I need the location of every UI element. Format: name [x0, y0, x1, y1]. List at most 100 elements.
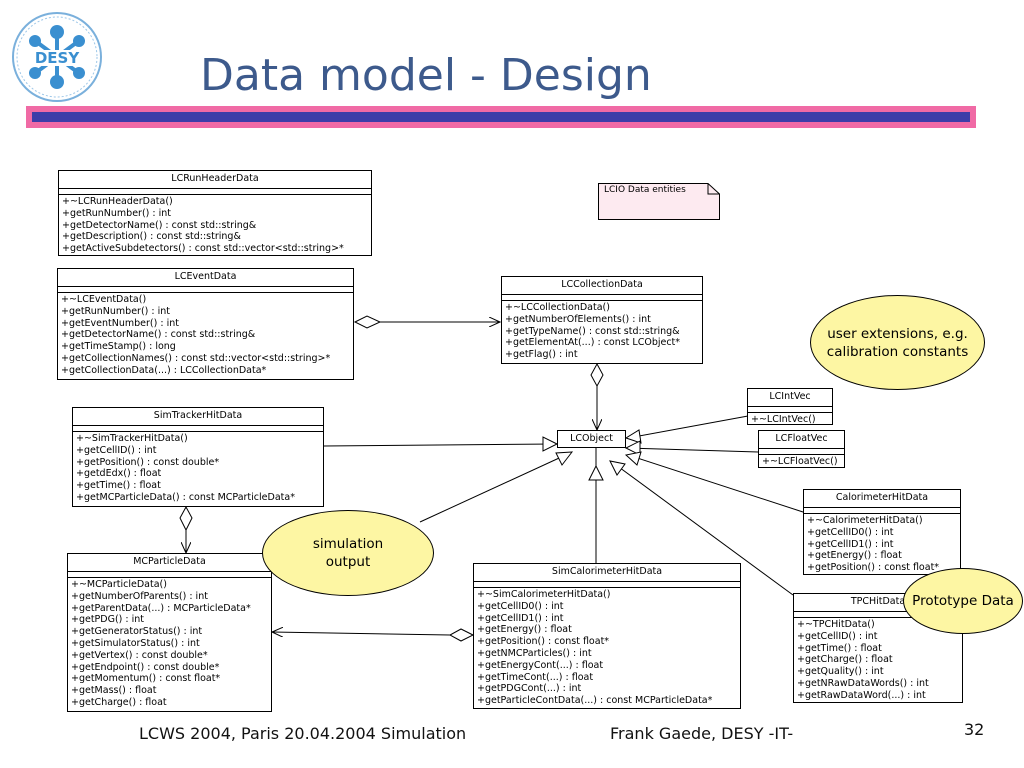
event-aggregation-diamond — [353, 315, 382, 329]
tpchit-generalization — [611, 461, 794, 596]
mcparticle-generalization — [419, 452, 571, 523]
simtracker-aggregation-diamond — [179, 505, 193, 532]
class-operation: +getCellID1() : int — [807, 538, 894, 550]
collection-aggregation-diamond — [590, 362, 604, 388]
class-operation: +~MCParticleData() — [71, 579, 167, 590]
class-operation: +getPosition() : const float* — [477, 636, 610, 648]
ellipse-user-extensions: user extensions, e.g. calibration consta… — [810, 295, 985, 390]
desy-logo: DESY — [12, 12, 102, 102]
simcalo-aggregation-diamond — [448, 628, 475, 642]
floatvec-generalization — [627, 447, 759, 453]
simcalo-mcparticle-association — [272, 632, 451, 635]
class-operation: +getNMCParticles() : int — [477, 647, 592, 659]
class-operation: +~LCEventData() — [61, 294, 147, 305]
class-operation: +getNumberOfParents() : int — [71, 590, 208, 602]
note-text: LCIO Data entities — [604, 185, 686, 195]
simtracker-generalization — [323, 443, 556, 447]
class-lceventdata: LCEventData +~LCEventData() +getRunNumbe… — [57, 268, 354, 380]
class-operation: +getPosition() : const float* — [807, 562, 940, 574]
class-operation: +getSimulatorStatus() : int — [71, 637, 200, 649]
class-operation: +getCellID() : int — [797, 630, 878, 642]
class-operation: +getActiveSubdetectors() : const std::ve… — [62, 243, 344, 255]
class-operation: +getdEdx() : float — [76, 468, 162, 480]
class-operation: +getCellID0() : int — [807, 526, 894, 538]
class-operation: +~LCFloatVec() — [762, 456, 838, 467]
class-name: SimTrackerHitData — [73, 408, 323, 426]
class-operation: +getRunNumber() : int — [62, 207, 171, 219]
class-lcrunheaderdata: LCRunHeaderData +~LCRunHeaderData() +get… — [58, 170, 372, 256]
class-operation: +getCellID() : int — [76, 444, 157, 456]
class-operation: +~CalorimeterHitData() — [807, 515, 923, 526]
class-operation: +getVertex() : const double* — [71, 649, 208, 661]
class-simcalorimeterhitdata: SimCalorimeterHitData +~SimCalorimeterHi… — [473, 563, 741, 709]
class-operation: +getCollectionData(...) : LCCollectionDa… — [61, 364, 267, 376]
class-name: LCCollectionData — [502, 277, 702, 295]
class-operation: +getCharge() : float — [71, 696, 167, 708]
class-operation: +getEndpoint() : const double* — [71, 661, 220, 673]
class-operation: +getParentData(...) : MCParticleData* — [71, 602, 251, 614]
class-operation: +getParticleContData(...) : const MCPart… — [477, 695, 713, 707]
class-lccollectiondata: LCCollectionData +~LCCollectionData() +g… — [501, 276, 703, 364]
class-tpchitdata: TPCHitData +~TPCHitData() +getCellID() :… — [793, 593, 963, 703]
ellipse-text: user extensions, e.g. — [827, 325, 968, 342]
page-number: 32 — [964, 720, 985, 739]
class-operation: +getMass() : float — [71, 685, 157, 697]
class-operation: +getGeneratorStatus() : int — [71, 626, 203, 638]
ellipse-simulation-output: simulation output — [262, 510, 434, 596]
class-mcparticledata: MCParticleData +~MCParticleData() +getNu… — [67, 553, 272, 712]
ellipse-prototype-data: Prototype Data — [903, 568, 1023, 634]
class-operation: +getEnergy() : float — [807, 550, 902, 562]
calohit-generalization — [627, 454, 804, 513]
class-operation: +getNRawDataWords() : int — [797, 677, 929, 689]
intvec-generalization — [627, 415, 749, 439]
class-operation: +~TPCHitData() — [797, 619, 875, 630]
class-operation: +~LCCollectionData() — [505, 302, 610, 313]
note-shape — [598, 183, 720, 220]
ellipse-text: Prototype Data — [912, 593, 1014, 609]
class-name: LCRunHeaderData — [59, 171, 371, 189]
class-operation: +getCellID1() : int — [477, 612, 564, 624]
class-operation: +getRawDataWord(...) : int — [797, 689, 926, 701]
class-operation: +getTime() : float — [797, 642, 882, 654]
class-operation: +getCollectionNames() : const std::vecto… — [61, 352, 331, 364]
class-name: LCEventData — [58, 269, 353, 287]
class-operation: +getTimeStamp() : long — [61, 341, 176, 353]
class-operation: +getDetectorName() : const std::string& — [61, 329, 256, 341]
class-operation: +getRunNumber() : int — [61, 305, 170, 317]
class-operation: +getFlag() : int — [505, 349, 578, 361]
class-operation: +getPDG() : int — [71, 614, 145, 626]
class-operation: +~SimCalorimeterHitData() — [477, 589, 611, 600]
class-lcintvec: LCIntVec +~LCIntVec() — [747, 388, 833, 425]
class-name: LCIntVec — [748, 389, 832, 407]
class-operation: +getEventNumber() : int — [61, 317, 179, 329]
class-name: CalorimeterHitData — [804, 490, 960, 508]
class-name: SimCalorimeterHitData — [474, 564, 740, 582]
class-operation: +~LCRunHeaderData() — [62, 196, 173, 207]
class-operation: +getQuality() : int — [797, 666, 884, 678]
ellipse-text: output — [325, 554, 371, 570]
class-operation: +getTimeCont(...) : float — [477, 671, 594, 683]
class-operation: +~LCIntVec() — [751, 414, 816, 425]
footer-left: LCWS 2004, Paris 20.04.2004 Simulation — [139, 724, 467, 743]
class-operation: +getTime() : float — [76, 480, 161, 492]
class-operation: +getDescription() : const std::string& — [62, 231, 241, 243]
class-operation: +getEnergyCont(...) : float — [477, 659, 604, 671]
slide-title: Data model - Design — [200, 50, 652, 101]
logo-text: DESY — [35, 49, 81, 67]
class-operation: +getCellID0() : int — [477, 600, 564, 612]
class-operation: +getNumberOfElements() : int — [505, 313, 651, 325]
class-calorimeterhitdata: CalorimeterHitData +~CalorimeterHitData(… — [803, 489, 961, 575]
ellipse-text: calibration constants — [826, 343, 969, 360]
class-lcobject: LCObject — [557, 430, 626, 448]
class-operation: +getEnergy() : float — [477, 624, 572, 636]
class-name: LCFloatVec — [759, 431, 844, 449]
class-operation: +getMCParticleData() : const MCParticleD… — [76, 491, 295, 503]
class-simtrackerhitdata: SimTrackerHitData +~SimTrackerHitData() … — [72, 407, 324, 507]
class-operation: +getMomentum() : const float* — [71, 673, 221, 685]
class-operation: +getTypeName() : const std::string& — [505, 325, 680, 337]
class-name: TPCHitData — [794, 594, 962, 612]
class-name: MCParticleData — [68, 554, 271, 572]
title-bar-inner — [32, 112, 970, 122]
footer-center: Frank Gaede, DESY -IT- — [610, 724, 794, 743]
